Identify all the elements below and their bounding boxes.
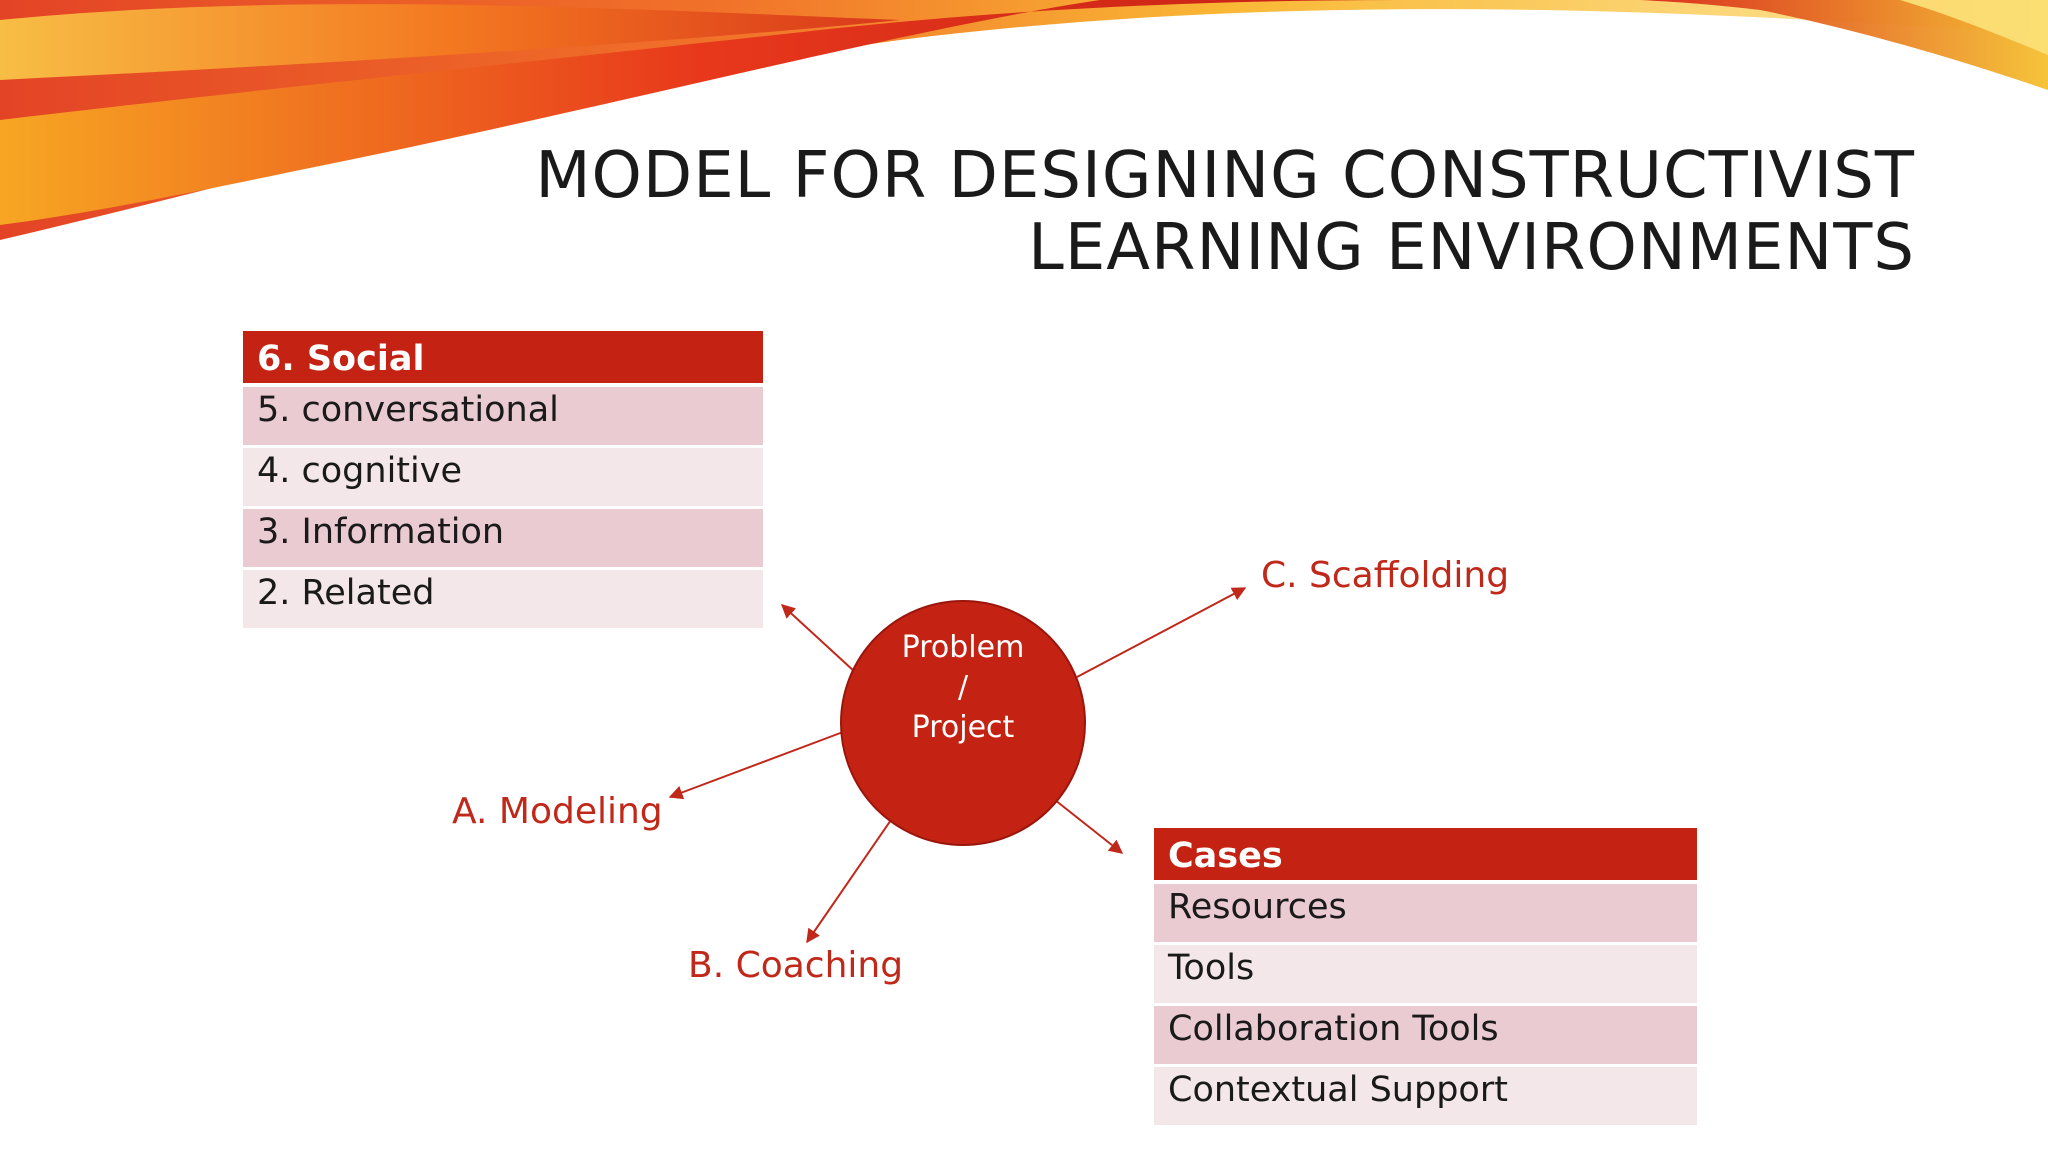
- slide-title: MODEL FOR DESIGNING CONSTRUCTIVIST LEARN…: [415, 140, 1915, 284]
- arrow-to-modeling: [668, 731, 844, 800]
- table-row: Collaboration Tools: [1154, 1006, 1697, 1067]
- title-line-2: LEARNING ENVIRONMENTS: [1028, 211, 1915, 285]
- hub-circle: [840, 600, 1086, 846]
- hub-line-2: /: [957, 670, 969, 705]
- table-row: Tools: [1154, 945, 1697, 1006]
- table-row: 2. Related: [243, 570, 763, 631]
- label-modeling: A. Modeling: [452, 791, 663, 832]
- swoosh-top-red: [0, 0, 1400, 225]
- environment-layers-table: 6. Social 5. conversational 4. cognitive…: [243, 331, 763, 631]
- hub-line-1: Problem: [901, 630, 1025, 665]
- table-row: Resources: [1154, 884, 1697, 945]
- swoosh-top-right: [1640, 0, 2048, 90]
- hub-line-3: Project: [911, 710, 1015, 745]
- arrow-to-left-table: [780, 604, 856, 673]
- table-header: Cases: [1154, 828, 1697, 884]
- swoosh-top-right-light: [1900, 0, 2048, 55]
- table-header: 6. Social: [243, 331, 763, 387]
- label-scaffolding: C. Scaffolding: [1261, 555, 1510, 596]
- swoosh-top-main: [0, 0, 2048, 240]
- table-row: 5. conversational: [243, 387, 763, 448]
- cases-table: Cases Resources Tools Collaboration Tool…: [1154, 828, 1697, 1128]
- swoosh-top-yellow: [0, 4, 900, 81]
- arrow-to-right-table: [1054, 799, 1124, 854]
- table-row: 4. cognitive: [243, 448, 763, 509]
- table-row: 3. Information: [243, 509, 763, 570]
- arrow-to-coaching: [806, 816, 894, 944]
- table-row: Contextual Support: [1154, 1067, 1697, 1128]
- label-coaching: B. Coaching: [688, 945, 904, 986]
- arrow-to-scaffolding: [1076, 587, 1247, 678]
- hub-label: Problem / Project: [843, 628, 1083, 748]
- title-line-1: MODEL FOR DESIGNING CONSTRUCTIVIST: [535, 139, 1915, 213]
